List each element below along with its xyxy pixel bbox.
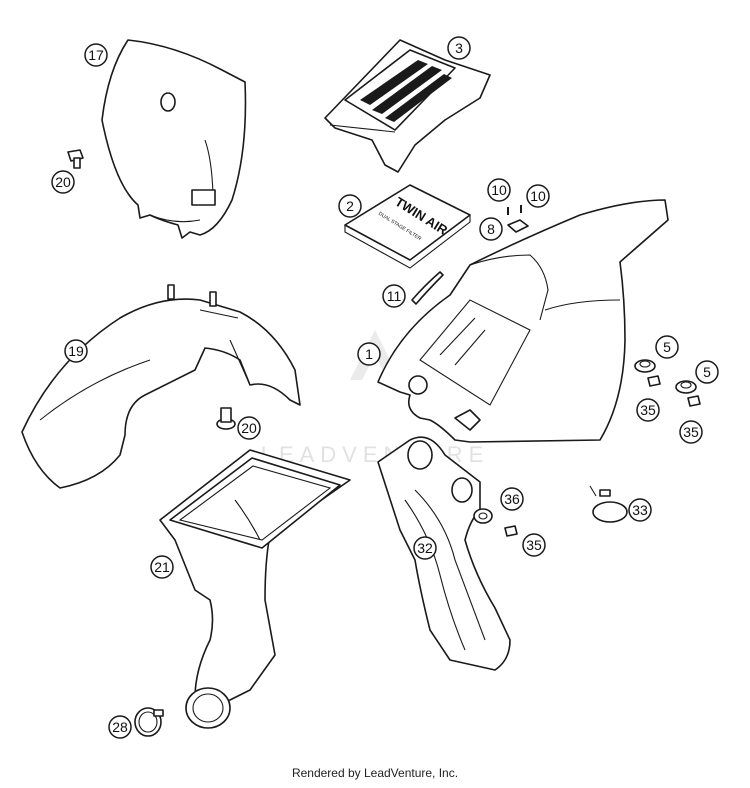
callout-35-top[interactable]: 35 — [636, 398, 660, 422]
svg-text:35: 35 — [526, 537, 542, 553]
svg-text:8: 8 — [487, 221, 495, 237]
callout-28[interactable]: 28 — [108, 715, 132, 739]
svg-text:2: 2 — [346, 198, 354, 214]
svg-text:20: 20 — [241, 420, 257, 436]
callout-5-right[interactable]: 5 — [695, 360, 719, 384]
callout-20-top[interactable]: 20 — [51, 170, 75, 194]
svg-text:35: 35 — [640, 402, 656, 418]
callout-21[interactable]: 21 — [150, 555, 174, 579]
part-grommets[interactable] — [634, 359, 697, 394]
footer-credit: Rendered by LeadVenture, Inc. — [291, 766, 459, 780]
callout-11[interactable]: 11 — [382, 284, 406, 308]
part-hose-clamp[interactable] — [134, 707, 164, 737]
part-front-fender[interactable] — [21, 284, 301, 489]
svg-text:17: 17 — [88, 47, 104, 63]
callout-17[interactable]: 17 — [84, 43, 108, 67]
svg-text:19: 19 — [68, 343, 84, 359]
svg-text:20: 20 — [55, 174, 71, 190]
part-air-box[interactable] — [159, 449, 351, 729]
part-side-cover[interactable] — [377, 436, 511, 671]
part-strap[interactable] — [411, 271, 444, 305]
part-washer[interactable] — [473, 508, 493, 524]
callout-8[interactable]: 8 — [479, 217, 503, 241]
svg-text:1: 1 — [365, 346, 373, 362]
callout-3[interactable]: 3 — [447, 36, 471, 60]
svg-text:21: 21 — [154, 559, 170, 575]
part-air-filter[interactable]: TWIN AIR DUAL STAGE FILTER — [344, 184, 471, 269]
callout-35-right[interactable]: 35 — [679, 420, 703, 444]
callout-5-top[interactable]: 5 — [655, 335, 679, 359]
svg-text:28: 28 — [112, 719, 128, 735]
callout-35-bottom[interactable]: 35 — [522, 533, 546, 557]
part-seat[interactable] — [324, 39, 491, 173]
part-screw-top[interactable] — [67, 149, 84, 169]
svg-text:5: 5 — [663, 339, 671, 355]
part-rear-fender[interactable] — [377, 199, 669, 443]
part-screws-35[interactable] — [504, 375, 701, 537]
callout-10-left[interactable]: 10 — [487, 178, 511, 202]
callout-20-mid[interactable]: 20 — [237, 416, 261, 440]
svg-text:35: 35 — [683, 424, 699, 440]
callout-32[interactable]: 32 — [413, 536, 437, 560]
svg-text:36: 36 — [504, 491, 520, 507]
part-number-plate[interactable] — [101, 39, 247, 239]
svg-text:10: 10 — [491, 182, 507, 198]
part-clips[interactable] — [507, 205, 529, 233]
part-screw-mid[interactable] — [216, 407, 236, 430]
callout-36[interactable]: 36 — [500, 487, 524, 511]
callout-2[interactable]: 2 — [338, 194, 362, 218]
callout-33[interactable]: 33 — [628, 498, 652, 522]
callout-1[interactable]: 1 — [357, 342, 381, 366]
callout-10-right[interactable]: 10 — [526, 184, 550, 208]
svg-text:33: 33 — [632, 502, 648, 518]
svg-text:11: 11 — [387, 288, 402, 304]
svg-text:5: 5 — [703, 364, 711, 380]
svg-text:32: 32 — [417, 540, 433, 556]
svg-text:10: 10 — [530, 188, 546, 204]
part-cable-tie[interactable] — [589, 485, 628, 523]
svg-text:3: 3 — [455, 40, 463, 56]
callout-19[interactable]: 19 — [64, 339, 88, 363]
